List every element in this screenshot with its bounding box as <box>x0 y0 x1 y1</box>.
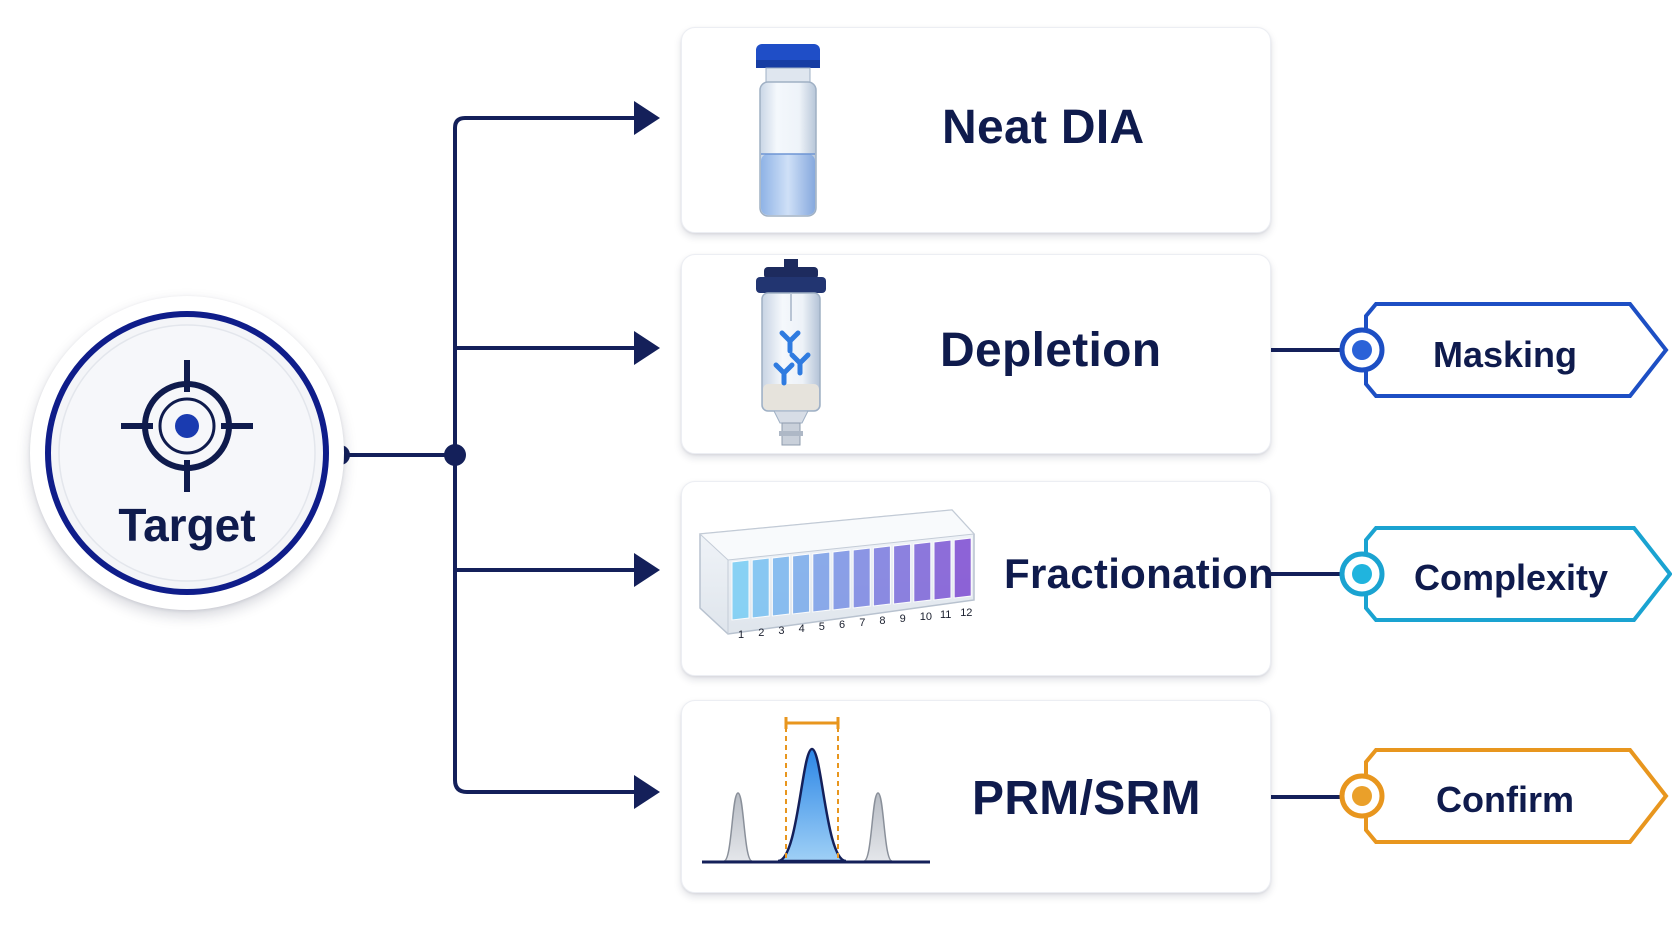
plate-well <box>751 557 770 619</box>
crosshair-icon <box>121 360 253 492</box>
method-card-neat-dia: Neat DIA <box>681 27 1271 233</box>
method-title-depletion: Depletion <box>940 324 1162 377</box>
complexity-dot-icon <box>1352 564 1372 584</box>
trunk-junction-dot <box>444 444 466 466</box>
tag-complexity <box>1339 526 1672 622</box>
arrow-head-neat-dia <box>634 101 660 135</box>
depletion-column-icon <box>756 259 826 446</box>
arrow-head-prm-srm <box>634 775 660 809</box>
plate-well-number: 1 <box>738 629 744 641</box>
plate-well <box>832 549 851 611</box>
plate-well <box>852 547 871 609</box>
plate-well <box>872 545 891 607</box>
plate-well <box>792 553 811 615</box>
tag-label-masking: Masking <box>1432 334 1578 375</box>
branch-line-neat-dia <box>453 116 640 129</box>
plate-well <box>953 537 972 599</box>
confirm-dot-icon <box>1352 786 1372 806</box>
plate-well-number: 8 <box>879 615 885 627</box>
method-title-neat-dia: Neat DIA <box>942 101 1145 154</box>
plate-well-number: 10 <box>920 611 932 623</box>
plate-well <box>812 551 831 613</box>
method-title-fractionation: Fractionation <box>1004 550 1274 597</box>
plate-well <box>731 559 750 621</box>
tag-label-confirm: Confirm <box>1436 779 1574 820</box>
arrow-head-depletion <box>634 331 660 365</box>
plate-well-number: 4 <box>799 623 805 635</box>
plate-well-number: 3 <box>778 625 784 637</box>
chromatogram-peak-icon <box>702 717 930 864</box>
arrow-head-fractionation <box>634 553 660 587</box>
vial-icon <box>756 44 820 217</box>
plate-well-number: 5 <box>819 621 825 633</box>
plate-well <box>913 541 932 603</box>
plate-well-number: 12 <box>960 607 972 619</box>
method-card-depletion: Depletion <box>681 254 1271 454</box>
tag-label-complexity: Complexity <box>1413 557 1609 598</box>
plate-well-number: 7 <box>859 617 865 629</box>
target-node <box>30 296 344 610</box>
tag-masking <box>1339 302 1669 398</box>
method-card-prm-srm: PRM/SRM <box>681 700 1271 893</box>
plate-well <box>933 539 952 601</box>
plate-well-number: 2 <box>758 627 764 639</box>
tag-confirm <box>1339 748 1669 844</box>
target-label: Target <box>118 499 256 551</box>
branch-line-prm-srm <box>453 779 640 794</box>
plate-well <box>771 555 790 617</box>
method-title-prm-srm: PRM/SRM <box>972 772 1201 825</box>
plate-well-number: 6 <box>839 619 845 631</box>
plate-well-number: 11 <box>940 609 951 621</box>
plate-well-number: 9 <box>900 613 906 625</box>
plate-well <box>893 543 912 605</box>
masking-dot-icon <box>1352 340 1372 360</box>
